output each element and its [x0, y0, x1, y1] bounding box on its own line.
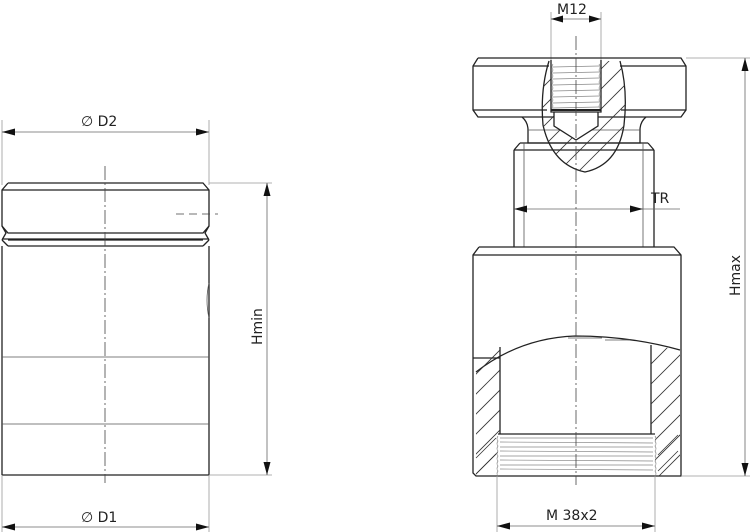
m12-thread	[551, 63, 601, 113]
hmax-dimension: Hmax	[681, 57, 750, 477]
m38x2-dimension: M 38x2	[496, 476, 656, 532]
d1-label: ∅ D1	[81, 510, 117, 526]
hmax-label: Hmax	[728, 255, 744, 296]
m38-thread	[475, 433, 679, 477]
tr-dimension: TR	[514, 191, 680, 213]
left-view: ∅ D2	[1, 114, 272, 532]
d1-dimension: ∅ D1	[1, 475, 210, 532]
spindle	[513, 143, 655, 247]
cap	[472, 57, 687, 151]
cap-section	[541, 60, 626, 173]
m12-label: M12	[557, 2, 587, 18]
hmin-dimension: Hmin	[209, 182, 272, 476]
m12-dimension: M12	[550, 2, 602, 60]
hmin-label: Hmin	[250, 308, 266, 345]
d2-label: ∅ D2	[81, 114, 117, 130]
tr-label: TR	[650, 191, 670, 207]
right-view: M12	[472, 2, 750, 532]
m38x2-label: M 38x2	[546, 508, 598, 524]
d2-dimension: ∅ D2	[1, 114, 210, 185]
lower-body	[472, 246, 682, 477]
base-body-outline	[1, 182, 210, 476]
